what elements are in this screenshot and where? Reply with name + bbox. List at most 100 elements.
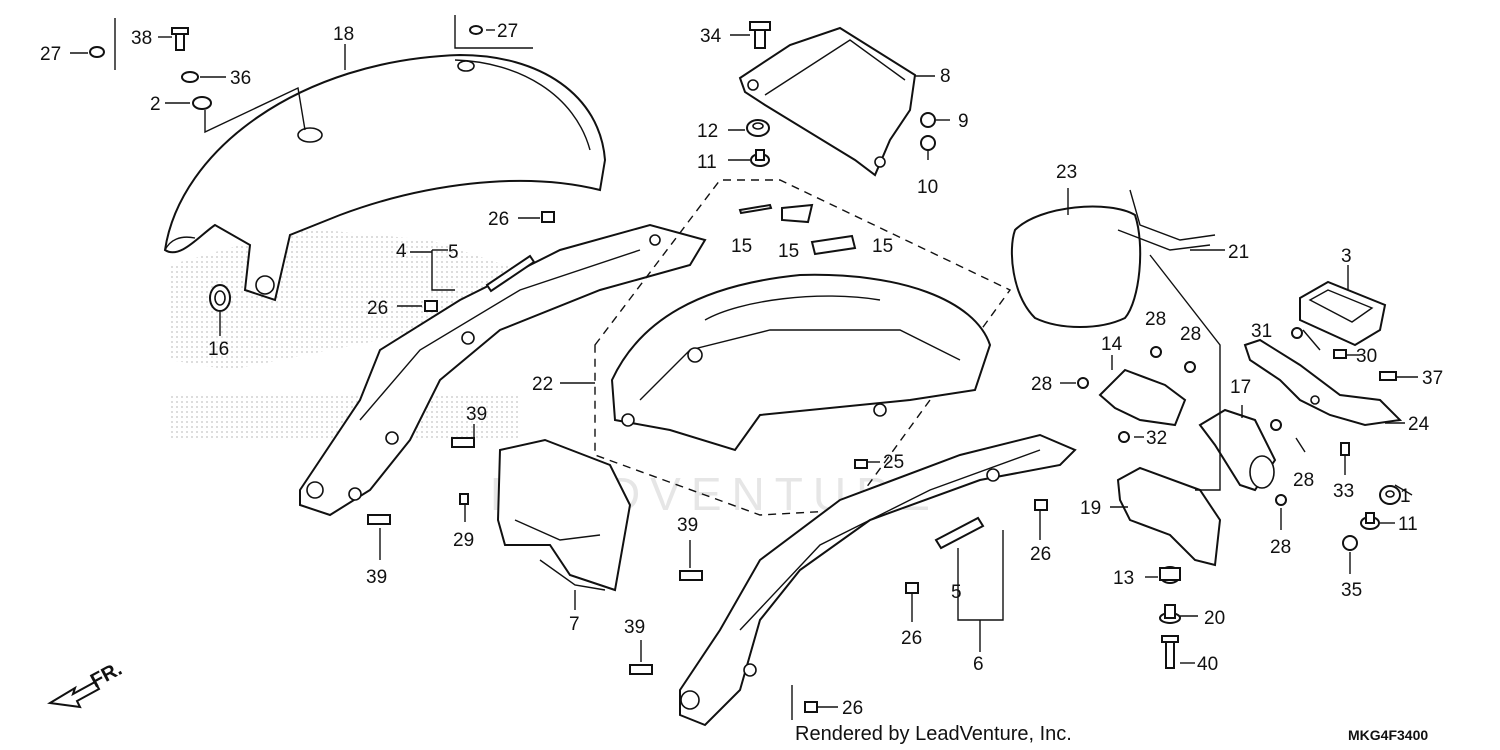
part-28-clip-e[interactable] — [1275, 494, 1287, 506]
callout-28-b[interactable]: 28 — [1180, 324, 1201, 345]
callout-16[interactable]: 16 — [208, 339, 229, 360]
fasteners[interactable] — [89, 25, 1397, 713]
part-26-screw-d[interactable] — [905, 582, 919, 594]
callout-28-c[interactable]: 28 — [1031, 374, 1052, 395]
part-3-plate[interactable] — [1299, 280, 1387, 347]
callout-20[interactable]: 20 — [1204, 608, 1225, 629]
part-29-screw[interactable] — [459, 493, 469, 505]
part-26-screw-c[interactable] — [1034, 499, 1048, 511]
part-34-bolt[interactable] — [749, 21, 771, 49]
part-7-inner-cover[interactable] — [496, 438, 632, 592]
part-4-left-stay[interactable] — [299, 223, 707, 517]
part-37-bolt[interactable] — [1379, 371, 1397, 381]
part-39-bolt-d[interactable] — [629, 664, 653, 675]
part-14-bracket[interactable] — [1098, 368, 1187, 427]
part-32-nut[interactable] — [1118, 431, 1130, 443]
callout-8[interactable]: 8 — [940, 66, 951, 87]
part-28-clip-d[interactable] — [1270, 419, 1282, 431]
callout-19[interactable]: 19 — [1080, 498, 1101, 519]
callout-23[interactable]: 23 — [1056, 162, 1077, 183]
part-6-right-stay[interactable] — [679, 433, 1077, 727]
callout-28-e[interactable]: 28 — [1270, 537, 1291, 558]
callout-12[interactable]: 12 — [697, 121, 718, 142]
callout-29[interactable]: 29 — [453, 530, 474, 551]
part-33-screw[interactable] — [1340, 442, 1350, 456]
callout-13[interactable]: 13 — [1113, 568, 1134, 589]
part-27-clip-top[interactable] — [469, 25, 483, 35]
callout-27-left[interactable]: 27 — [40, 44, 61, 65]
part-21-bracket[interactable] — [1117, 189, 1216, 251]
callout-26-d[interactable]: 26 — [901, 628, 922, 649]
callout-6[interactable]: 6 — [973, 654, 984, 675]
callout-15-a[interactable]: 15 — [731, 236, 752, 257]
part-28-clip-a[interactable] — [1150, 346, 1162, 358]
callout-7[interactable]: 7 — [569, 614, 580, 635]
part-26-screw-b[interactable] — [424, 300, 438, 312]
callout-27-top[interactable]: 27 — [497, 21, 518, 42]
callout-24[interactable]: 24 — [1408, 414, 1430, 435]
callout-5-lower[interactable]: 5 — [951, 582, 962, 603]
callout-38[interactable]: 38 — [131, 28, 152, 49]
part-12-cushion[interactable] — [746, 119, 770, 137]
part-38-bolt[interactable] — [171, 27, 189, 51]
part-39-bolt-a[interactable] — [451, 437, 475, 448]
part-9-nut[interactable] — [920, 112, 936, 128]
callout-1[interactable]: 1 — [1400, 486, 1411, 507]
part-22-center-fender[interactable] — [594, 179, 1012, 516]
callout-30[interactable]: 30 — [1356, 346, 1377, 367]
callout-36[interactable]: 36 — [230, 68, 251, 89]
callout-39-d[interactable]: 39 — [624, 617, 645, 638]
callout-39-c[interactable]: 39 — [677, 515, 698, 536]
callout-9[interactable]: 9 — [958, 111, 969, 132]
part-15-tapes[interactable] — [738, 203, 857, 256]
callout-2[interactable]: 2 — [150, 94, 161, 115]
part-24-bracket[interactable] — [1243, 338, 1403, 427]
part-40-bolt[interactable] — [1161, 635, 1179, 669]
part-13-cushion[interactable] — [1159, 566, 1181, 584]
part-16-grommet[interactable] — [209, 284, 231, 312]
part-17-holder[interactable] — [1198, 408, 1277, 492]
callout-28-a[interactable]: 28 — [1145, 309, 1166, 330]
callout-11-top[interactable]: 11 — [697, 152, 717, 173]
part-27-clip-left[interactable] — [89, 46, 105, 58]
callout-10[interactable]: 10 — [917, 177, 938, 198]
part-39-bolt-b[interactable] — [367, 514, 391, 525]
part-25-screw[interactable] — [854, 459, 868, 469]
part-1-cushion[interactable] — [1379, 485, 1401, 505]
callout-15-b[interactable]: 15 — [778, 241, 799, 262]
callout-33[interactable]: 33 — [1333, 481, 1354, 502]
callout-17[interactable]: 17 — [1230, 377, 1251, 398]
part-11-collar-right[interactable] — [1360, 512, 1380, 530]
callout-35[interactable]: 35 — [1341, 580, 1362, 601]
part-35-nut[interactable] — [1342, 535, 1358, 551]
part-2-nut[interactable] — [192, 96, 212, 110]
callout-26-c[interactable]: 26 — [1030, 544, 1051, 565]
callout-26-b[interactable]: 26 — [367, 298, 388, 319]
part-5-upper-pad[interactable] — [485, 254, 536, 293]
callout-32[interactable]: 32 — [1146, 428, 1167, 449]
callout-21[interactable]: 21 — [1228, 242, 1249, 263]
callout-11-right[interactable]: 11 — [1398, 514, 1418, 535]
part-20-collar[interactable] — [1159, 604, 1181, 624]
callout-31[interactable]: 31 — [1251, 321, 1272, 342]
part-28-clip-b[interactable] — [1184, 361, 1196, 373]
callout-18[interactable]: 18 — [333, 24, 354, 45]
part-36-washer[interactable] — [181, 71, 199, 83]
callout-4[interactable]: 4 — [396, 241, 407, 262]
part-10-nut[interactable] — [920, 135, 936, 151]
callout-15-c[interactable]: 15 — [872, 236, 893, 257]
part-39-bolt-c[interactable] — [679, 570, 703, 581]
callout-40[interactable]: 40 — [1197, 654, 1218, 675]
part-8-bracket[interactable] — [738, 26, 917, 177]
part-28-clip-c[interactable] — [1077, 377, 1089, 389]
part-30-screw[interactable] — [1333, 349, 1347, 359]
callout-3[interactable]: 3 — [1341, 246, 1352, 267]
part-19-bracket[interactable] — [1116, 466, 1222, 567]
callout-14[interactable]: 14 — [1101, 334, 1123, 355]
part-31-clip[interactable] — [1291, 327, 1303, 339]
part-23-pad[interactable] — [1010, 205, 1142, 328]
callout-22[interactable]: 22 — [532, 374, 553, 395]
callout-39-b[interactable]: 39 — [366, 567, 387, 588]
part-5-lower-pad[interactable] — [934, 516, 985, 550]
callout-26-a[interactable]: 26 — [488, 209, 509, 230]
